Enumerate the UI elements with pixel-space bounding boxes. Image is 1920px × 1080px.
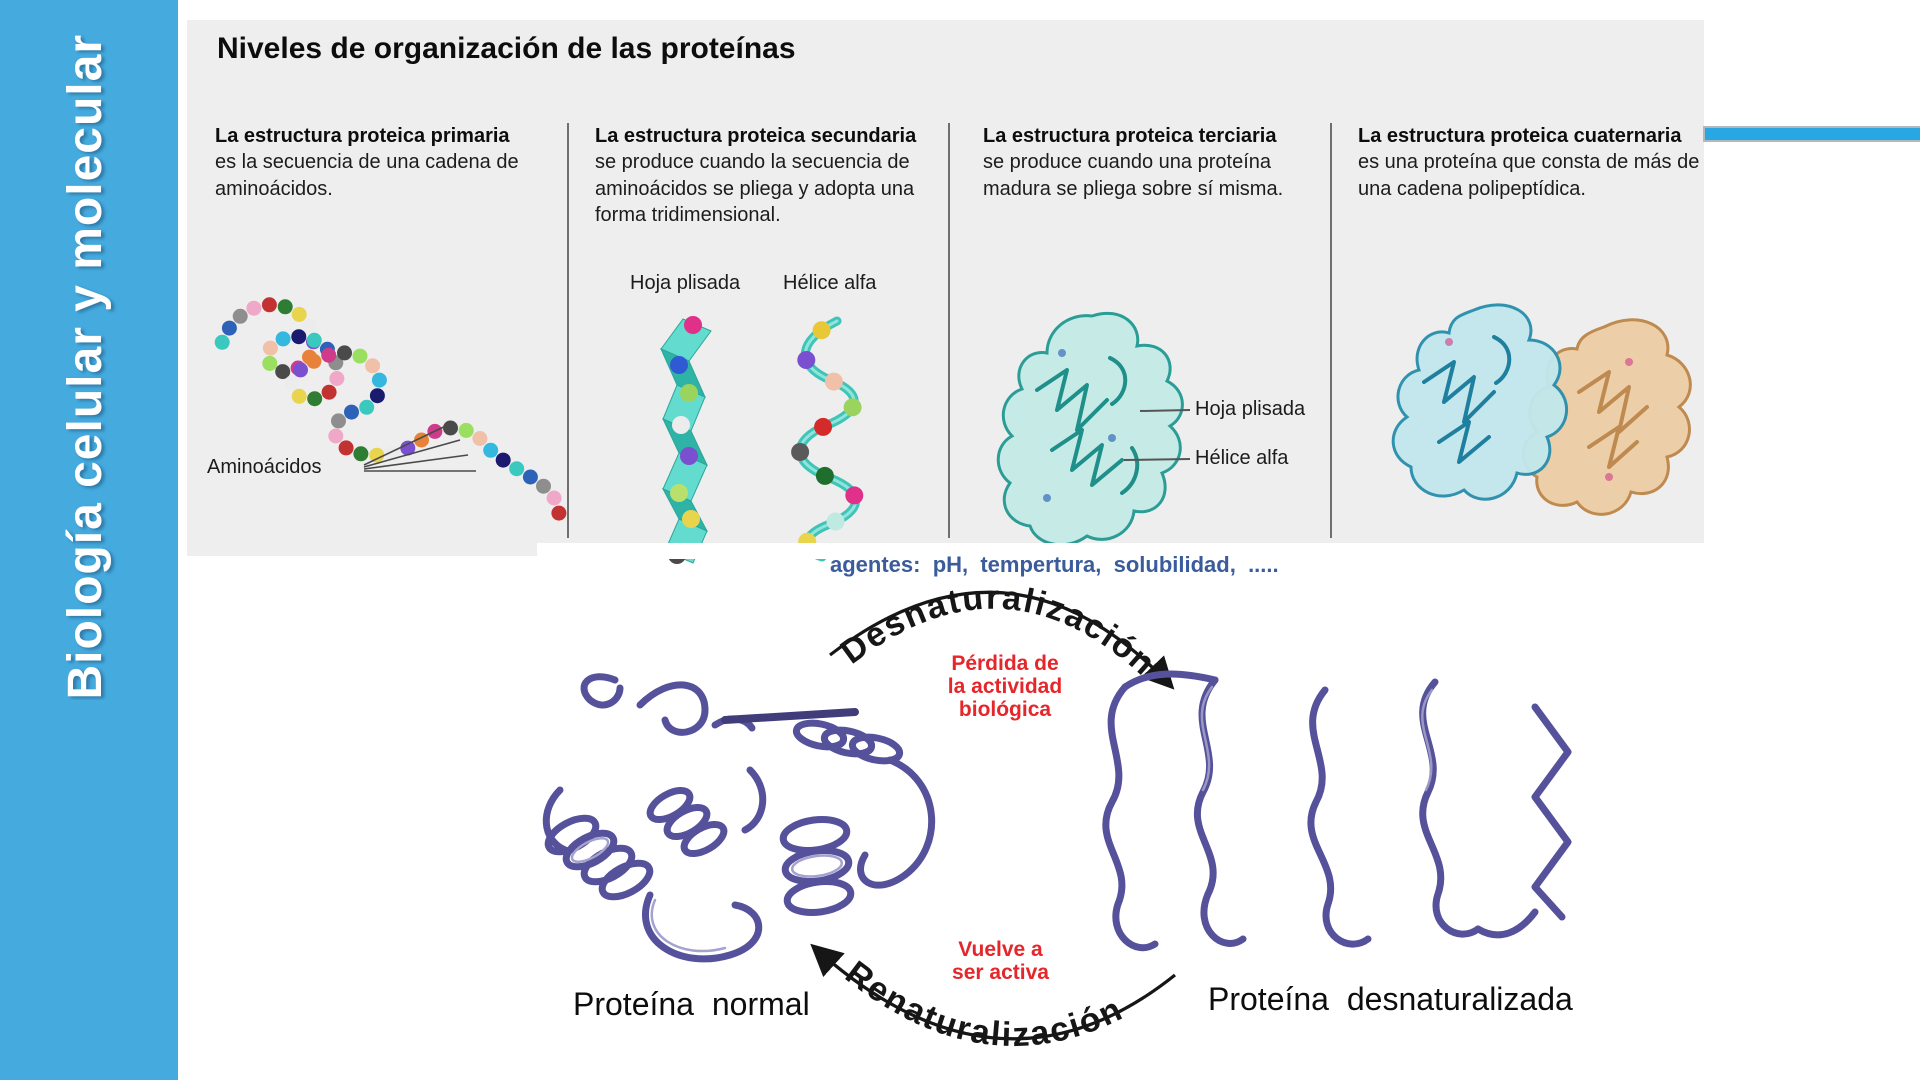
panel-title: Niveles de organización de las proteínas: [217, 32, 796, 65]
column-tertiary: La estructura proteica terciaria se prod…: [983, 123, 1313, 202]
quaternary-structure-illustration: [1391, 303, 1692, 516]
alpha-helix-illustration: [791, 316, 864, 562]
sidebar: Biología celular y molecular: [0, 0, 178, 1080]
column-quaternary-body: es una proteína que consta de más de una…: [1358, 151, 1700, 200]
column-quaternary: La estructura proteica cuaternaria es un…: [1358, 123, 1708, 202]
label-aminoacidos: Aminoácidos: [207, 456, 322, 478]
primary-structure-bead-chain-illustration: [214, 297, 567, 521]
label-hoja-plisada-tertiary: Hoja plisada: [1195, 398, 1306, 420]
aminoacid-leader-lines: [363, 422, 476, 472]
column-divider-2: [948, 123, 950, 538]
column-quaternary-heading: La estructura proteica cuaternaria: [1358, 125, 1682, 147]
label-helice-alfa-secondary: Hélice alfa: [783, 272, 877, 294]
protein-denatured-label: Proteína desnaturalizada: [1208, 981, 1573, 1017]
tertiary-leader-lines: [1123, 409, 1191, 461]
column-divider-3: [1330, 123, 1332, 538]
column-secondary-heading: La estructura proteica secundaria: [595, 125, 917, 147]
agents-caption: agentes: pH, tempertura, solubilidad, ..…: [830, 552, 1279, 577]
label-hoja-plisada-secondary: Hoja plisada: [630, 272, 741, 294]
tertiary-structure-illustration: [996, 311, 1191, 547]
loss-of-activity-text: Pérdida de la actividad biológica: [947, 652, 1063, 722]
column-primary: La estructura proteica primaria es la se…: [215, 123, 545, 202]
bead-chain: [214, 297, 567, 521]
column-tertiary-heading: La estructura proteica terciaria: [983, 125, 1277, 147]
reactivation-text: Vuelve a ser activa: [952, 938, 1049, 985]
column-primary-heading: La estructura proteica primaria: [215, 125, 510, 147]
column-secondary: La estructura proteica secundaria se pro…: [595, 123, 935, 229]
protein-levels-panel: Niveles de organización de las proteínas…: [187, 20, 1704, 564]
column-tertiary-body: se produce cuando una proteína madura se…: [983, 151, 1284, 200]
accent-bar: [1703, 126, 1920, 142]
column-secondary-body: se produce cuando la secuencia de aminoá…: [595, 151, 915, 227]
denatured-protein-illustration: [1102, 670, 1572, 952]
pleated-sheet-illustration: [660, 316, 712, 564]
column-divider-1: [567, 123, 569, 538]
label-helice-alfa-tertiary: Hélice alfa: [1195, 447, 1289, 469]
diagram-background: [537, 543, 1881, 559]
protein-normal-label: Proteína normal: [573, 986, 810, 1022]
renaturalization-arrow: Renaturalización: [810, 943, 1176, 1054]
normal-protein-illustration: [542, 673, 936, 963]
denaturalization-arrow: Desnaturalización: [829, 579, 1175, 690]
column-primary-body: es la secuencia de una cadena de aminoác…: [215, 151, 519, 200]
sidebar-title: Biología celular y molecular: [59, 34, 112, 700]
